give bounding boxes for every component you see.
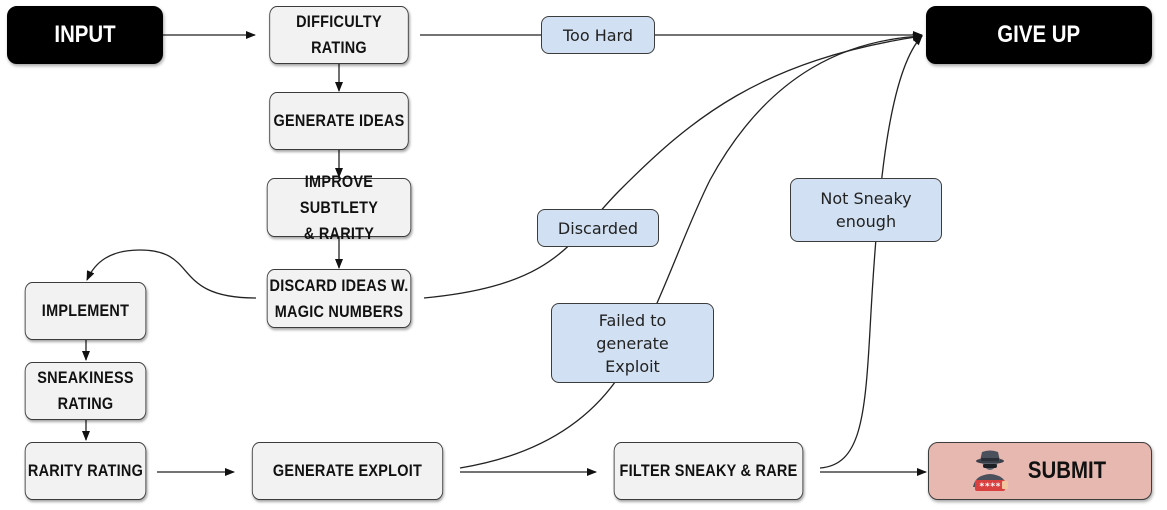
generate-ideas-node: GENERATE IDEAS: [269, 92, 409, 150]
submit-node: **** SUBMIT: [928, 442, 1152, 500]
implement-node: IMPLEMENT: [24, 282, 147, 340]
not-sneaky-note: Not Sneaky enough: [790, 178, 942, 242]
improve-subtlety-label: IMPROVE SUBTLETY & RARITY: [299, 171, 379, 243]
failed-exploit-label: Failed to generate Exploit: [596, 310, 669, 376]
difficulty-rating-label: DIFFICULTY RATING: [296, 12, 382, 57]
give-up-label: GIVE UP: [997, 21, 1081, 48]
discard-ideas-label: DISCARD IDEAS W. MAGIC NUMBERS: [269, 275, 409, 321]
improve-subtlety-node: IMPROVE SUBTLETY & RARITY: [266, 172, 412, 243]
rarity-rating-label: RARITY RATING: [27, 461, 144, 480]
edge-filter-giveup: [819, 35, 923, 469]
edge-discard-implement: [86, 249, 257, 299]
discarded-note: Discarded: [537, 209, 659, 247]
filter-label: FILTER SNEAKY & RARE: [619, 461, 798, 480]
hacker-icon: ****: [973, 450, 1008, 492]
give-up-node: GIVE UP: [926, 6, 1152, 64]
too-hard-note: Too Hard: [541, 16, 655, 54]
discard-ideas-node: DISCARD IDEAS W. MAGIC NUMBERS: [266, 269, 412, 328]
edge-exploit-giveup: [459, 32, 923, 469]
input-label: INPUT: [54, 21, 116, 48]
svg-text:****: ****: [979, 482, 1001, 492]
discarded-label: Discarded: [557, 218, 639, 238]
generate-ideas-label: GENERATE IDEAS: [273, 111, 405, 130]
too-hard-label: Too Hard: [562, 25, 633, 45]
input-node: INPUT: [7, 6, 163, 64]
sneakiness-rating-node: SNEAKINESS RATING: [24, 362, 147, 420]
sneakiness-rating-label: SNEAKINESS RATING: [37, 368, 134, 413]
generate-exploit-label: GENERATE EXPLOIT: [272, 461, 423, 480]
submit-label: SUBMIT: [1027, 457, 1107, 484]
not-sneaky-label: Not Sneaky enough: [820, 189, 912, 231]
rarity-rating-node: RARITY RATING: [24, 442, 147, 500]
filter-node: FILTER SNEAKY & RARE: [613, 442, 804, 500]
implement-label: IMPLEMENT: [41, 301, 130, 320]
generate-exploit-node: GENERATE EXPLOIT: [251, 442, 444, 500]
difficulty-rating-node: DIFFICULTY RATING: [269, 6, 409, 64]
edge-discard-giveup: [423, 33, 923, 299]
failed-exploit-note: Failed to generate Exploit: [551, 303, 714, 383]
